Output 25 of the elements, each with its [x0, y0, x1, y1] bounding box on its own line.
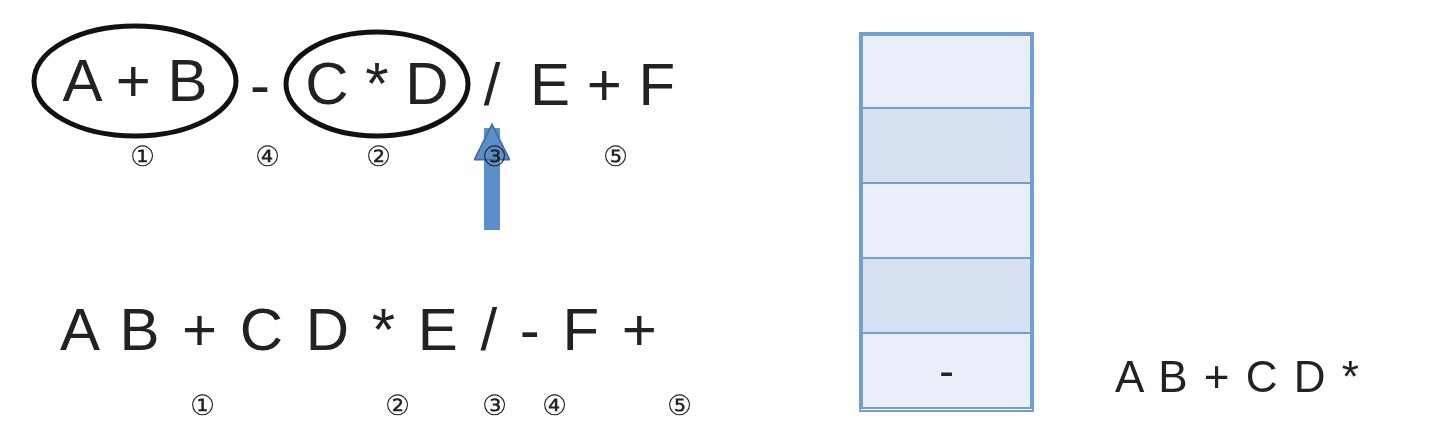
operator-text: -	[250, 55, 270, 115]
step-number: ②	[366, 143, 391, 171]
stack-cell	[861, 334, 1032, 409]
step-number: ④	[255, 143, 280, 171]
expression-text: A B + C D * E / - F +	[60, 300, 660, 360]
step-number: ①	[190, 392, 215, 420]
pointer-arrow	[473, 123, 511, 230]
expression-text: A B + C D *	[1115, 355, 1361, 399]
step-number: ①	[130, 143, 155, 171]
stack	[861, 34, 1032, 410]
expression-text: E + F	[530, 55, 676, 115]
expression-text: -	[939, 348, 954, 393]
step-number: ②	[385, 392, 410, 420]
stack-cell	[861, 184, 1032, 259]
expression-text: C * D	[305, 54, 449, 114]
step-number: ⑤	[667, 392, 692, 420]
stack-cell	[861, 34, 1032, 109]
step-number: ③	[482, 143, 507, 171]
step-number: ④	[542, 392, 567, 420]
step-number: ⑤	[603, 143, 628, 171]
expression-text: A + B	[62, 51, 208, 111]
stack-cell	[861, 259, 1032, 334]
step-number: ③	[482, 392, 507, 420]
operator-text: /	[483, 55, 501, 115]
stack-cell	[861, 109, 1032, 184]
